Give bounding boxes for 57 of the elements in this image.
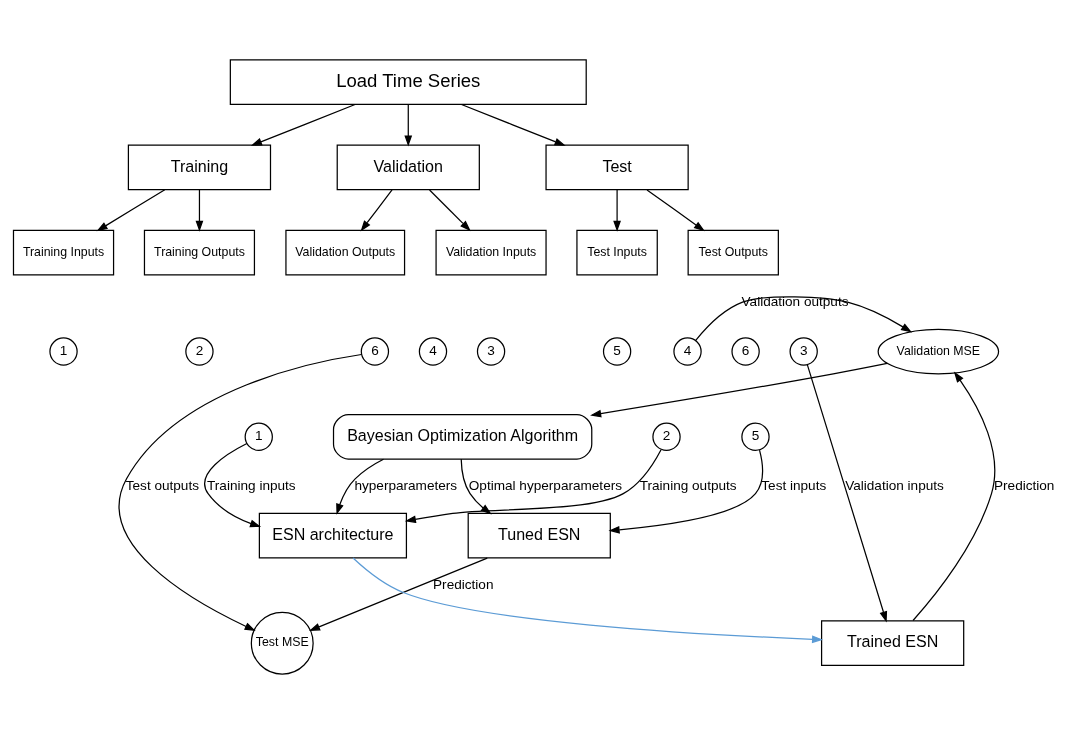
node-box: Validation bbox=[336, 144, 480, 191]
edge-label: Validation inputs bbox=[845, 477, 944, 493]
node-ellipse: Validation MSE bbox=[877, 328, 1000, 375]
edge-label: Prediction bbox=[994, 477, 1055, 493]
node-circle: Test MSE bbox=[250, 611, 314, 675]
arrow bbox=[96, 189, 166, 232]
node-box: Validation Inputs bbox=[435, 229, 547, 276]
edge-label: Optimal hyperparameters bbox=[468, 477, 623, 493]
arrow bbox=[806, 364, 888, 623]
arrow bbox=[352, 557, 824, 644]
node-circle: 3 bbox=[476, 337, 506, 366]
arrow bbox=[608, 449, 764, 534]
node-circle: 2 bbox=[652, 422, 681, 452]
arrow bbox=[646, 189, 705, 232]
arrow bbox=[613, 189, 621, 232]
node-box: Bayesian Optimization Algorithm bbox=[332, 413, 593, 460]
node-box: Load Time Series bbox=[229, 59, 587, 106]
arrow bbox=[360, 189, 393, 232]
node-box: Test Inputs bbox=[576, 229, 658, 276]
node-box: ESN architecture bbox=[258, 512, 408, 559]
node-box: Test bbox=[545, 144, 689, 191]
edge-label: hyperparameters bbox=[354, 477, 458, 493]
arrow bbox=[250, 103, 356, 146]
node-circle: 4 bbox=[418, 337, 448, 366]
arrow bbox=[404, 104, 413, 147]
edge-label: Training inputs bbox=[207, 477, 296, 493]
node-circle: 2 bbox=[185, 337, 214, 366]
node-circle: 5 bbox=[602, 337, 632, 366]
arrow bbox=[428, 189, 471, 232]
arrow bbox=[460, 103, 566, 146]
edge-label: Test inputs bbox=[761, 477, 827, 493]
node-circle: 5 bbox=[741, 422, 770, 452]
edge-label: Test outputs bbox=[125, 477, 199, 493]
arrow bbox=[912, 371, 996, 622]
arrow bbox=[695, 296, 913, 341]
node-box: Training Outputs bbox=[143, 229, 256, 276]
arrow bbox=[590, 362, 888, 418]
arrow bbox=[336, 458, 385, 515]
node-box: Trained ESN bbox=[821, 620, 965, 667]
node-circle: 1 bbox=[244, 422, 273, 452]
edge-label: Prediction bbox=[433, 576, 494, 592]
node-circle: 6 bbox=[360, 337, 390, 366]
node-box: Training bbox=[127, 144, 272, 191]
node-circle: 4 bbox=[673, 337, 702, 366]
arrow bbox=[404, 449, 662, 524]
arrow bbox=[308, 557, 488, 631]
node-circle: 3 bbox=[789, 337, 818, 366]
node-box: Test Outputs bbox=[687, 229, 779, 276]
node-box: Training Inputs bbox=[12, 229, 115, 276]
arrow bbox=[195, 189, 204, 232]
node-box: Validation Outputs bbox=[285, 229, 406, 276]
arrow bbox=[118, 353, 363, 631]
arrow bbox=[204, 442, 262, 528]
node-circle: 1 bbox=[49, 337, 78, 366]
node-box: Tuned ESN bbox=[467, 512, 611, 559]
node-circle: 6 bbox=[731, 337, 760, 366]
edge-label: Training outputs bbox=[639, 477, 737, 493]
